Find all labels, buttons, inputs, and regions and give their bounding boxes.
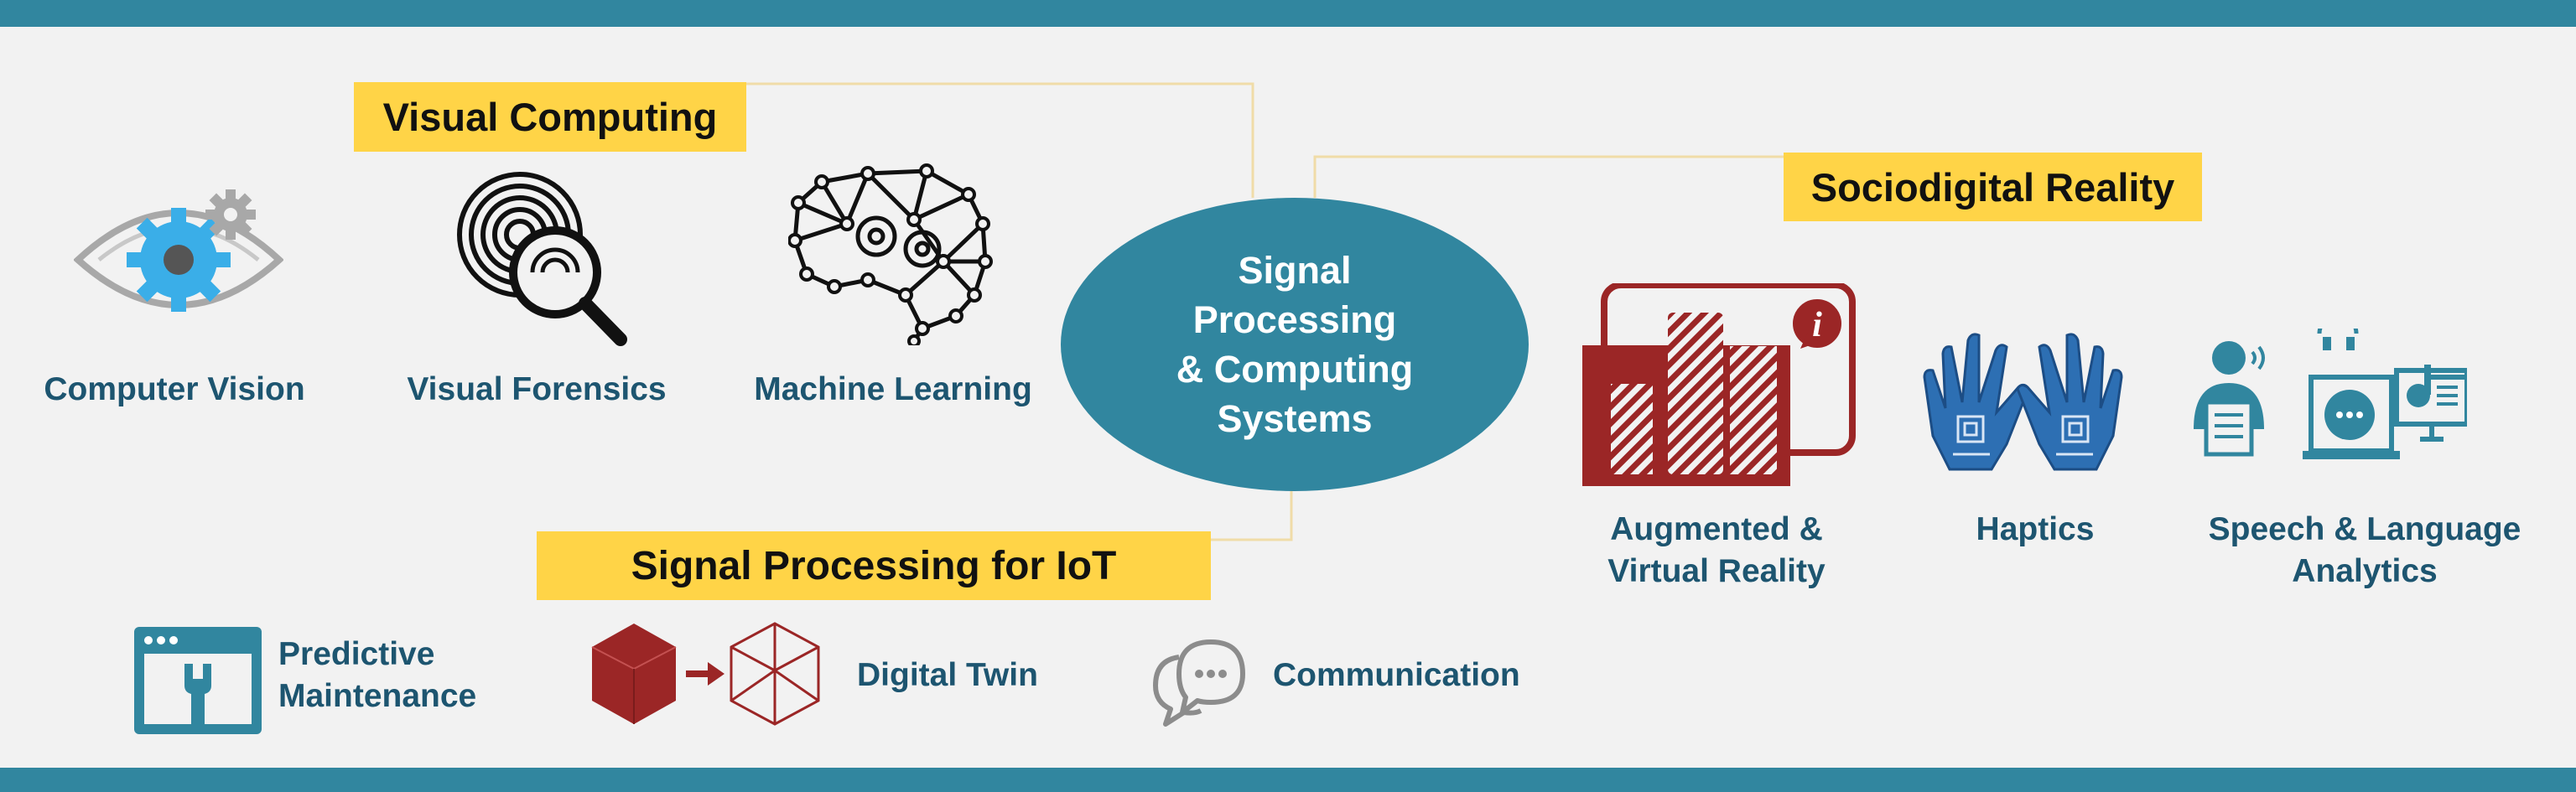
brain-network-icon [788, 163, 993, 345]
eye-gear-icon [74, 189, 283, 312]
digital-twin-label: Digital Twin [857, 657, 1038, 693]
connector-visual-computing [745, 82, 1254, 198]
hub-line-2: Processing [1192, 298, 1397, 341]
ar-vr-panel-icon: i [1582, 283, 1856, 486]
visual-computing-header: Visual Computing [354, 82, 746, 152]
cube-twin-icon [591, 622, 820, 726]
hub-ellipse: Signal Processing & Computing Systems [1061, 198, 1529, 491]
visual-forensics-label: Visual Forensics [407, 371, 667, 407]
speech-analytics-icon [2194, 329, 2467, 459]
predictive-maintenance-label-line2: Maintenance [278, 678, 477, 714]
haptic-gloves-icon [1923, 333, 2123, 471]
hub-line-1: Signal [1238, 249, 1352, 292]
machine-learning-label: Machine Learning [754, 371, 1032, 407]
ar-vr-label-line2: Virtual Reality [1607, 553, 1826, 589]
communication-label: Communication [1273, 657, 1520, 693]
fingerprint-magnifier-icon [457, 172, 627, 346]
top-band [0, 0, 2576, 27]
hub-line-3: & Computing [1176, 348, 1414, 391]
iot-header: Signal Processing for IoT [537, 531, 1211, 600]
hub-line-4: Systems [1217, 397, 1373, 440]
predictive-maintenance-label-line1: Predictive [278, 636, 435, 672]
svg-text:i: i [1812, 306, 1822, 344]
speech-language-label-line1: Speech & Language [2208, 511, 2521, 547]
connector-iot [1210, 491, 1293, 541]
connector-sociodigital [1313, 155, 1784, 198]
bottom-band [0, 768, 2576, 792]
ar-vr-label-line1: Augmented & [1610, 511, 1823, 547]
wrench-window-icon [134, 627, 262, 734]
sociodigital-reality-header: Sociodigital Reality [1784, 153, 2202, 221]
computer-vision-label: Computer Vision [44, 371, 305, 407]
chat-bubbles-icon [1153, 639, 1245, 727]
haptics-label: Haptics [1976, 511, 2095, 547]
speech-language-label-line2: Analytics [2292, 553, 2438, 589]
